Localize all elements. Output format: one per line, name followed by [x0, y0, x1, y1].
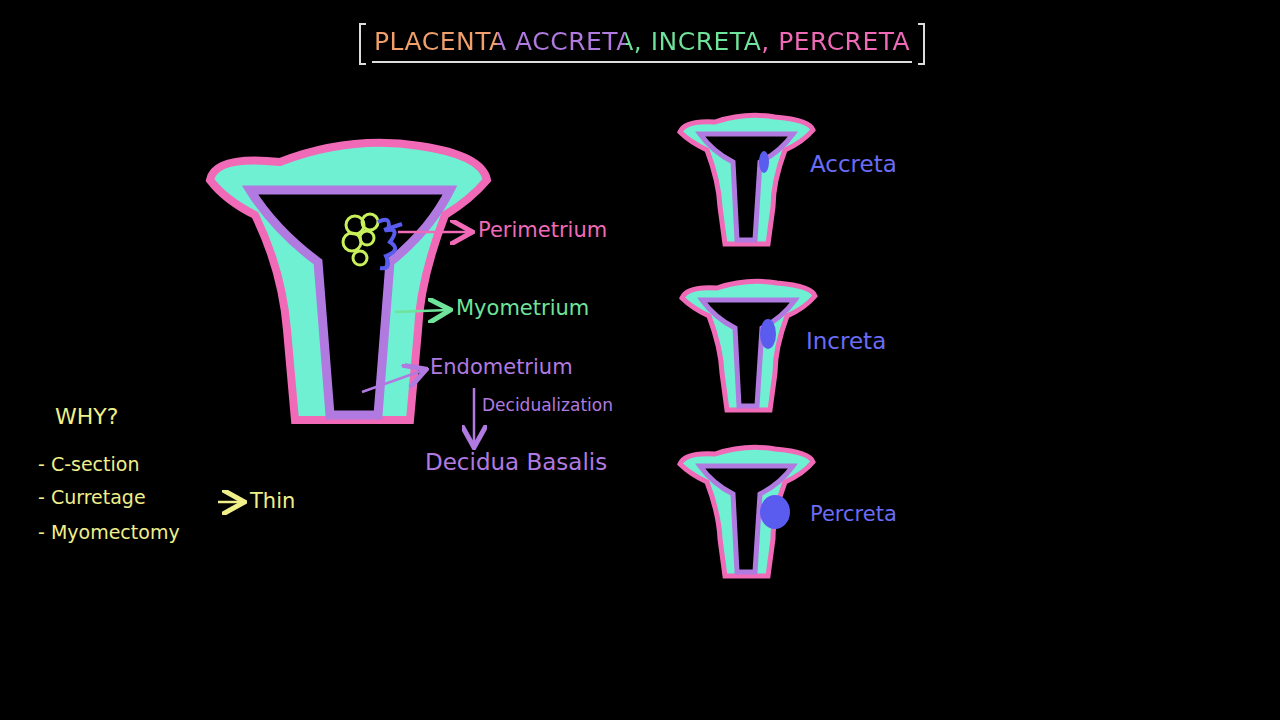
uterus-percreta: [680, 447, 813, 576]
leader-arrow: [398, 231, 470, 234]
process-label: Decidualization: [482, 396, 613, 415]
part-label: Decidua Basalis: [425, 450, 607, 475]
leader-arrow: [218, 501, 242, 504]
leader-arrow: [473, 388, 476, 445]
type-label: Percreta: [810, 503, 897, 526]
leader-arrow: [362, 370, 424, 392]
type-label: Increta: [806, 329, 886, 354]
cause-item: - Curretage: [38, 487, 146, 508]
note-heading: WHY?: [55, 405, 118, 429]
cause-item: - Myomectomy: [38, 522, 180, 543]
note-text: Thin: [250, 490, 295, 513]
cause-item: - C-section: [38, 454, 139, 475]
part-label: Endometrium: [430, 356, 573, 379]
uterus-increta: [682, 281, 815, 410]
part-label: Myometrium: [456, 297, 589, 320]
part-label: Perimetrium: [478, 219, 607, 242]
type-label: Accreta: [810, 152, 897, 177]
uterus-accreta: [680, 115, 813, 244]
underline: [372, 61, 912, 63]
bracket: [918, 24, 924, 64]
title: PLACENTA ACCRETA, INCRETA, PERCRETA: [374, 28, 910, 56]
leader-arrow: [395, 310, 448, 312]
bracket: [360, 24, 366, 64]
